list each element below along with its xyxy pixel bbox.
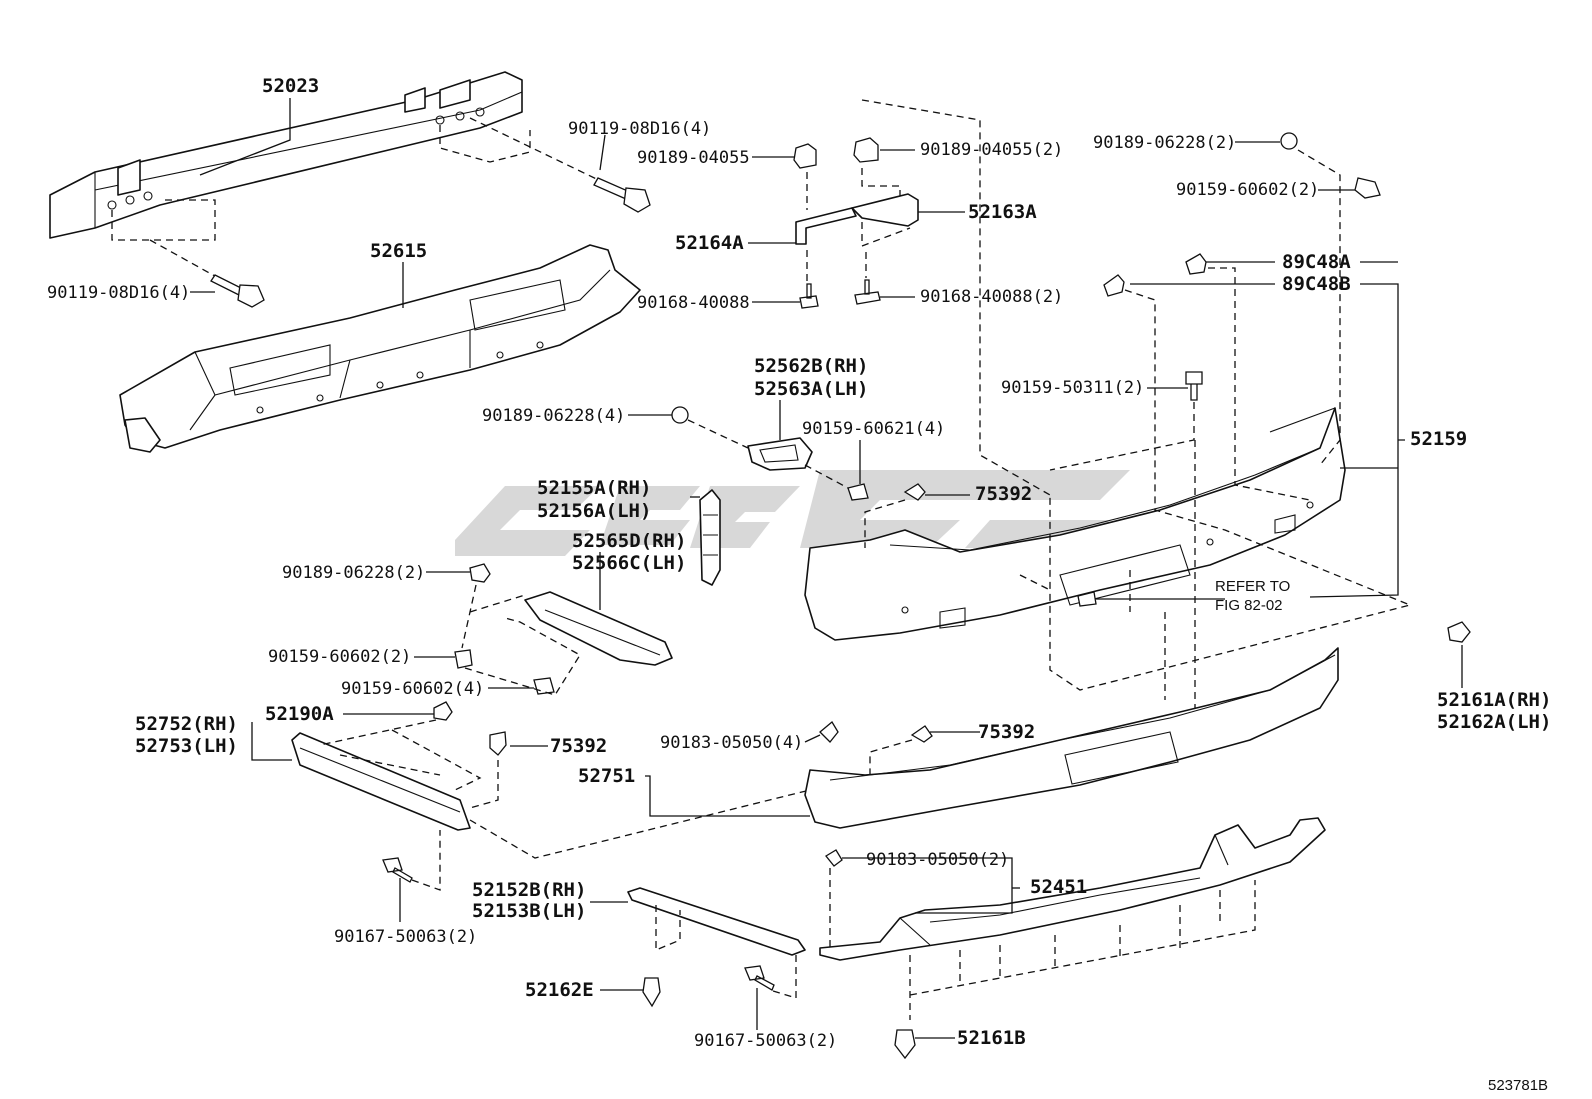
label-90168-b: 90168-40088(2)	[920, 287, 1063, 307]
label-90168-a: 90168-40088	[637, 293, 750, 313]
bracket-52562B	[747, 437, 813, 471]
bolt-90159-60602-top-icon	[1354, 177, 1381, 199]
screw-90167-b-icon	[744, 965, 775, 991]
nut-90189-06228-left-icon	[469, 563, 491, 583]
label-89C48A: 89C48A	[1282, 251, 1351, 273]
label-52163A: 52163A	[968, 201, 1037, 223]
watermark-logo	[455, 470, 1130, 556]
energy-absorber-52615	[119, 244, 641, 453]
screw-90167-a-icon	[382, 857, 413, 883]
bolt-90159-60602-4-icon	[533, 677, 555, 695]
bolt-90119-top-icon	[593, 177, 651, 213]
label-52615: 52615	[370, 240, 427, 262]
label-90159-60602-left: 90159-60602(2)	[268, 647, 411, 667]
nut-52190A-icon	[433, 701, 453, 721]
retainer-52163A	[851, 193, 919, 227]
cap-52161A-icon	[1447, 621, 1471, 643]
label-90189-06228-mid: 90189-06228(4)	[482, 406, 625, 426]
bolt-90159-60602-left-icon	[454, 649, 473, 669]
label-90189-06228-left: 90189-06228(2)	[282, 563, 425, 583]
screw-90168-a-icon	[799, 283, 819, 309]
clip-89C48B-icon	[1103, 274, 1125, 297]
label-52566C: 52566C(LH)	[572, 552, 686, 574]
label-52753: 52753(LH)	[135, 735, 238, 757]
label-52156A: 52156A(LH)	[537, 500, 651, 522]
label-52162E: 52162E	[525, 979, 594, 1001]
label-52451: 52451	[1030, 876, 1087, 898]
label-75392-c: 75392	[978, 721, 1035, 743]
label-52752: 52752(RH)	[135, 713, 238, 735]
label-90189-04055-a: 90189-04055	[637, 148, 750, 168]
label-90119-left: 90119-08D16(4)	[47, 283, 190, 303]
screw-90168-b-icon	[854, 279, 881, 305]
label-52159: 52159	[1410, 428, 1467, 450]
label-52023: 52023	[262, 75, 319, 97]
reinforcement-beam-52023	[49, 71, 523, 239]
lower-cover-52751	[804, 647, 1339, 829]
label-52565D: 52565D(RH)	[572, 530, 686, 552]
clip-90183-2-icon	[825, 849, 843, 867]
label-90159-60602-4: 90159-60602(4)	[341, 679, 484, 699]
extension-52752	[291, 732, 471, 831]
bolt-90159-50311-icon	[1185, 371, 1203, 401]
label-52161A: 52161A(RH)	[1437, 689, 1551, 711]
clip-75392-b-icon	[489, 731, 507, 756]
retainer-52155A	[699, 489, 721, 586]
clip-90189-04055-b-icon	[853, 137, 879, 163]
clip-75392-a-icon	[903, 483, 926, 501]
label-52562B: 52562B(RH)	[754, 355, 868, 377]
label-52153B: 52153B(LH)	[472, 900, 586, 922]
nut-90189-06228-top-icon	[1280, 132, 1298, 150]
label-75392-a: 75392	[975, 483, 1032, 505]
clip-90183-4-icon	[819, 721, 839, 743]
label-52164A: 52164A	[675, 232, 744, 254]
label-refer-to: REFER TO	[1215, 578, 1290, 595]
label-90183-2: 90183-05050(2)	[866, 850, 1009, 870]
bolt-90159-60621-icon	[847, 483, 869, 501]
diagram-id: 523781B	[1488, 1077, 1548, 1094]
label-90167-b: 90167-50063(2)	[694, 1031, 837, 1051]
label-90159-50311: 90159-50311(2)	[1001, 378, 1144, 398]
label-90159-60621: 90159-60621(4)	[802, 419, 945, 439]
clip-90189-04055-a-icon	[793, 143, 817, 169]
label-89C48B: 89C48B	[1282, 273, 1351, 295]
label-90167-a: 90167-50063(2)	[334, 927, 477, 947]
clip-refer-fig-icon	[1077, 591, 1097, 607]
label-90183-4: 90183-05050(4)	[660, 733, 803, 753]
label-75392-b: 75392	[550, 735, 607, 757]
label-52152B: 52152B(RH)	[472, 879, 586, 901]
label-52161B: 52161B	[957, 1027, 1026, 1049]
clip-75392-c-icon	[910, 725, 933, 743]
clip-89C48A-icon	[1185, 253, 1207, 275]
clip-52161B-icon	[894, 1029, 916, 1060]
retainer-52164A	[795, 207, 857, 245]
under-panel-52451	[819, 817, 1326, 961]
clip-52162E-icon	[642, 977, 661, 1008]
label-52563A: 52563A(LH)	[754, 378, 868, 400]
support-52565D	[524, 591, 673, 666]
label-52190A: 52190A	[265, 703, 334, 725]
label-90189-04055-b: 90189-04055(2)	[920, 140, 1063, 160]
label-52751: 52751	[578, 765, 635, 787]
bolt-90119-left-icon	[210, 274, 265, 308]
label-90159-60602-top: 90159-60602(2)	[1176, 180, 1319, 200]
part-labels: 52023 90119-08D16(4) 90119-08D16(4) 5261…	[47, 75, 1551, 1094]
trim-strip-52152B	[627, 887, 806, 956]
nut-90189-06228-mid-icon	[671, 406, 689, 424]
label-fig-82-02: FIG 82-02	[1215, 597, 1283, 614]
label-90189-06228-top: 90189-06228(2)	[1093, 133, 1236, 153]
bumper-cover-52159	[804, 407, 1346, 641]
label-52162A: 52162A(LH)	[1437, 711, 1551, 733]
leader-lines	[190, 98, 1463, 1039]
label-52155A: 52155A(RH)	[537, 477, 651, 499]
label-90119-top: 90119-08D16(4)	[568, 119, 711, 139]
